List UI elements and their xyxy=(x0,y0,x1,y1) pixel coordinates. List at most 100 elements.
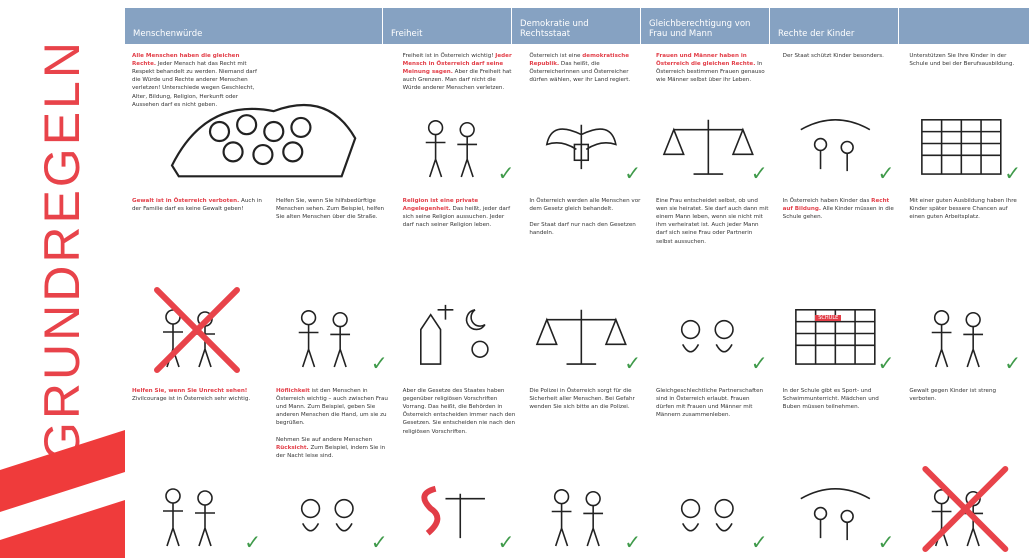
checkmark-icon: ✓ xyxy=(624,351,641,375)
rule-text: Der Staat schützt Kinder besonders. xyxy=(783,52,896,60)
rule-text-segment: In Österreich bestimmen Frauen genauso w… xyxy=(655,61,765,84)
rule-text: Die Polizei in Österreich sorgt für die … xyxy=(529,387,642,411)
red-cross-icon xyxy=(912,464,1019,554)
checkmark-icon: ✓ xyxy=(497,530,515,554)
column-headers: Menschenwürde Freiheit Demokratie und Re… xyxy=(125,8,1029,44)
rule-highlight: Höflichkeit xyxy=(276,388,310,394)
rule-cell: Gewalt gegen Kinder ist streng verboten. xyxy=(902,379,1029,558)
children-illustration xyxy=(786,109,885,179)
rule-cell: Der Staat schützt Kinder besonders. ✓ xyxy=(776,44,903,189)
paragraph-illustration xyxy=(406,478,505,548)
rule-text-segment: Das heißt, jeder darf sich seine Religio… xyxy=(402,206,511,229)
rule-text: Aber die Gesetze des Staates haben gegen… xyxy=(403,387,516,436)
rule-text: Frauen und Männer haben in Österreich di… xyxy=(656,52,769,84)
rule-cell: Österreich ist eine demokratische Republ… xyxy=(522,44,649,189)
header-rechte-der-kinder: Rechte der Kinder xyxy=(770,8,899,44)
rule-text-segment: Gewalt gegen Kinder ist streng verboten. xyxy=(909,388,997,403)
checkmark-icon: ✓ xyxy=(877,351,895,375)
rule-cell: Gewalt ist in Österreich verboten. Auch … xyxy=(125,189,269,379)
rule-highlight: Alle Menschen haben die gleichen Rechte. xyxy=(132,53,240,68)
checkmark-icon: ✓ xyxy=(624,530,641,554)
rule-cell: Eine Frau entscheidet selbst, ob und wen… xyxy=(649,189,776,379)
rule-cell: Gleichgeschlechtliche Partnerschaften si… xyxy=(649,379,776,558)
people-illustration xyxy=(279,299,378,369)
eagle-illustration xyxy=(532,109,631,179)
rule-text-segment: Freiheit ist in Österreich wichtig! xyxy=(402,53,496,59)
rule-text-segment: Eine Frau entscheidet selbst, ob und wen… xyxy=(655,198,769,245)
rule-cell: Helfen Sie, wenn Sie hilfsbedürftige Men… xyxy=(269,189,396,379)
rule-cell: Helfen Sie, wenn Sie Unrecht sehen! Zivi… xyxy=(125,379,269,558)
checkmark-icon: ✓ xyxy=(750,351,768,375)
header-menschenwuerde: Menschenwürde xyxy=(125,8,383,44)
checkmark-icon: ✓ xyxy=(1004,351,1021,375)
rule-text-segment: Unterstützen Sie Ihre Kinder in der Schu… xyxy=(909,53,1015,68)
rule-cell: Alle Menschen haben die gleichen Rechte.… xyxy=(125,44,357,189)
rule-cell: In Österreich werden alle Menschen vor d… xyxy=(522,189,649,379)
rule-cell: Aber die Gesetze des Staates haben gegen… xyxy=(396,379,523,558)
rule-highlight: demokratische Republik. xyxy=(529,53,630,68)
checkmark-icon: ✓ xyxy=(750,530,768,554)
couple-illustration xyxy=(659,299,758,369)
rule-text: Religion ist eine private Angelegenheit.… xyxy=(403,197,516,229)
rule-cell: Höflichkeit ist den Menschen in Österrei… xyxy=(269,379,396,558)
rule-cell: Die Polizei in Österreich sorgt für die … xyxy=(522,379,649,558)
rule-text: Unterstützen Sie Ihre Kinder in der Schu… xyxy=(909,52,1022,68)
couple-illustration xyxy=(659,478,758,548)
people-illustration xyxy=(135,478,251,548)
header-demokratie: Demokratie und Rechtsstaat xyxy=(512,8,641,44)
children-illustration xyxy=(786,478,885,548)
rule-text-segment: Die Polizei in Österreich sorgt für die … xyxy=(529,388,635,411)
rule-cell: Frauen und Männer haben in Österreich di… xyxy=(649,44,776,189)
people-illustration xyxy=(532,478,631,548)
rule-text-segment: Das heißt, die Österreicherinnen und Öst… xyxy=(529,61,631,84)
rule-text-segment: In Österreich haben Kinder das xyxy=(782,198,872,204)
rule-cell: Unterstützen Sie Ihre Kinder in der Schu… xyxy=(902,44,1029,189)
checkmark-icon: ✓ xyxy=(370,351,388,375)
rule-text: In Österreich haben Kinder das Recht auf… xyxy=(783,197,896,221)
scale-illustration xyxy=(532,299,631,369)
checkmark-icon: ✓ xyxy=(877,161,895,185)
rule-cell: In der Schule gibt es Sport- und Schwimm… xyxy=(776,379,903,558)
religion-illustration xyxy=(406,299,505,369)
people-illustration xyxy=(406,109,505,179)
rule-text: Gleichgeschlechtliche Partnerschaften si… xyxy=(656,387,769,419)
checkmark-icon: ✓ xyxy=(877,530,895,554)
rule-text-segment: Zum Beispiel, indem Sie in der Nacht lei… xyxy=(276,444,386,459)
rule-cell: Religion ist eine private Angelegenheit.… xyxy=(396,189,523,379)
rule-cell: Mit einer guten Ausbildung haben Ihre Ki… xyxy=(902,189,1029,379)
rule-text-segment: Alle Kinder müssen in die Schule gehen. xyxy=(782,206,894,221)
rule-text-segment: Mit einer guten Ausbildung haben Ihre Ki… xyxy=(909,198,1017,221)
rule-text-segment: In der Schule gibt es Sport- und Schwimm… xyxy=(782,388,879,411)
rule-text-segment: Zivilcourage ist in Österreich sehr wich… xyxy=(132,396,251,403)
header-freiheit: Freiheit xyxy=(383,8,512,44)
rule-text: Helfen Sie, wenn Sie hilfsbedürftige Men… xyxy=(276,197,389,221)
flag-stripes xyxy=(0,430,125,558)
header-blank xyxy=(899,8,1029,44)
rule-text: Mit einer guten Ausbildung haben Ihre Ki… xyxy=(909,197,1022,221)
rule-text: Eine Frau entscheidet selbst, ob und wen… xyxy=(656,197,769,246)
rules-grid: Alle Menschen haben die gleichen Rechte.… xyxy=(125,44,1029,558)
rule-text-segment: In Österreich werden alle Menschen vor d… xyxy=(529,198,641,237)
rule-text: In der Schule gibt es Sport- und Schwimm… xyxy=(783,387,896,411)
checkmark-icon: ✓ xyxy=(370,530,388,554)
rule-text: Gewalt ist in Österreich verboten. Auch … xyxy=(132,197,262,213)
rule-cell xyxy=(269,44,396,189)
rule-text: Österreich ist eine demokratische Republ… xyxy=(529,52,642,84)
rule-text: Alle Menschen haben die gleichen Rechte.… xyxy=(132,52,262,109)
side-banner: GRUNDREGELN xyxy=(0,0,125,558)
scale-illustration xyxy=(659,109,758,179)
couple-illustration xyxy=(279,478,378,548)
rule-text: Gewalt gegen Kinder ist streng verboten. xyxy=(909,387,1022,403)
checkmark-icon: ✓ xyxy=(244,530,261,554)
rule-text-segment: Gleichgeschlechtliche Partnerschaften si… xyxy=(655,388,764,419)
rule-highlight: Rücksicht. xyxy=(276,444,309,451)
people-illustration xyxy=(912,299,1011,369)
rule-text-segment: Österreich ist eine xyxy=(529,53,583,59)
rule-text-segment: Jeder Mensch hat das Recht mit Respekt b… xyxy=(132,61,257,108)
rule-text-segment: ist den Menschen in Österreich wichtig –… xyxy=(276,388,388,443)
rule-cell: In Österreich haben Kinder das Recht auf… xyxy=(776,189,903,379)
rule-text-segment: Aber die Freiheit hat auch Grenzen. Man … xyxy=(402,69,512,92)
rule-text-segment: Helfen Sie, wenn Sie hilfsbedürftige Men… xyxy=(276,198,385,221)
rule-text-segment: Aber die Gesetze des Staates haben gegen… xyxy=(402,388,516,435)
rule-text: Höflichkeit ist den Menschen in Österrei… xyxy=(276,387,389,460)
